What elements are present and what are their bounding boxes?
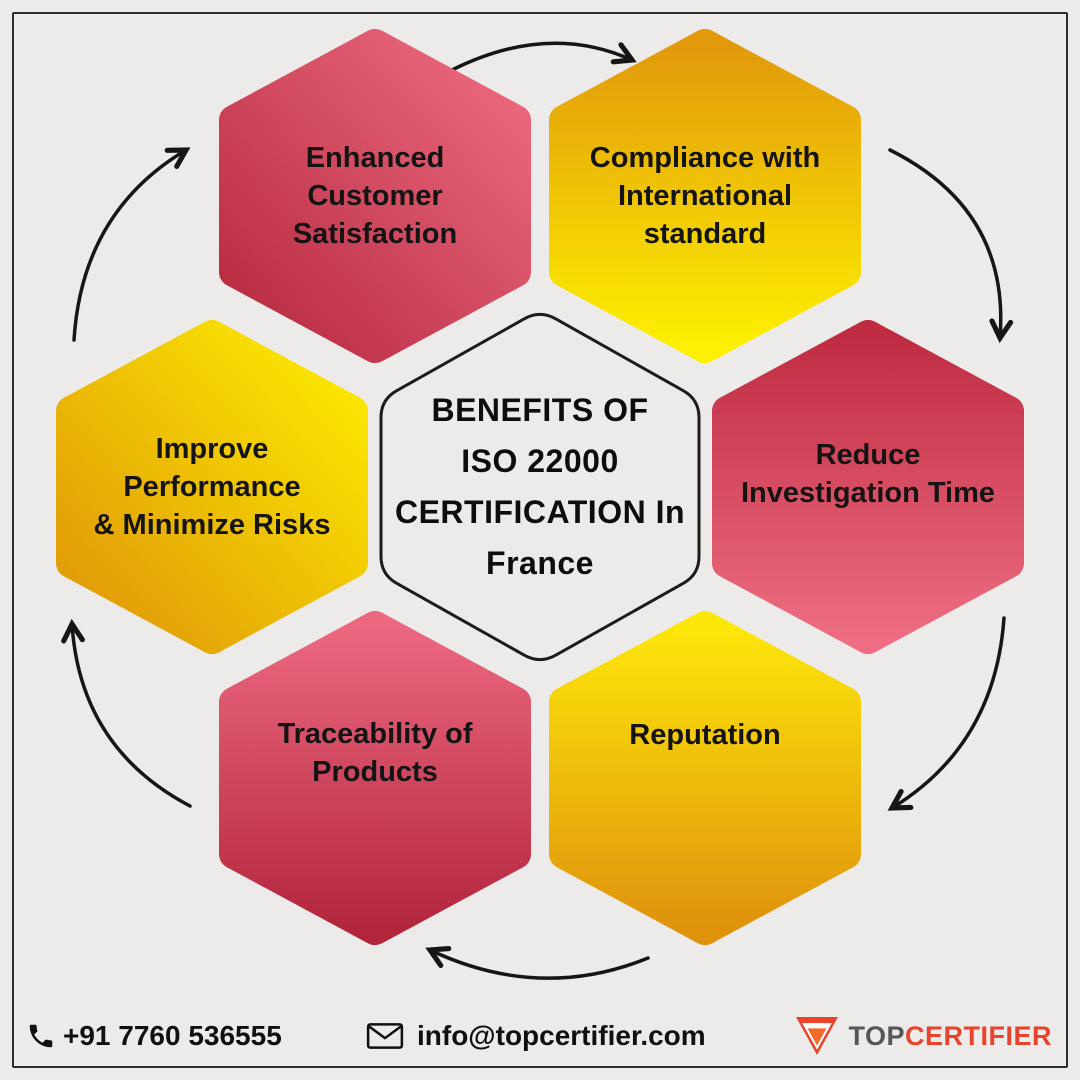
hexagon-shape (219, 611, 531, 945)
arrow-bottom (425, 945, 650, 980)
arrow-right-bottom (887, 616, 1006, 811)
shield-check-icon (795, 1016, 839, 1056)
arrow-right-top (888, 148, 1014, 344)
brand-logo: TOPCERTIFIER (795, 1016, 1052, 1056)
hexagon-label: Reduce Investigation Time (740, 438, 996, 509)
hexagon-shape (712, 320, 1024, 654)
hexagon-improve-performance-minimize-risks: Improve Performance & Minimize Risks (56, 319, 368, 655)
hexagon-shape (219, 29, 531, 363)
email-address: info@topcertifier.com (417, 1020, 706, 1051)
footer-email: info@topcertifier.com (366, 1020, 706, 1052)
phone-icon (26, 1021, 56, 1051)
hexagon-reduce-investigation-time: Reduce Investigation Time (712, 319, 1024, 655)
arrow-top (450, 41, 637, 72)
hexagon-label: Traceability of Products (277, 717, 473, 788)
hexagon-shape (549, 29, 861, 363)
arrow-left-top (72, 147, 191, 342)
brand-name-prefix: TOP (848, 1020, 905, 1051)
phone-number: +91 7760 536555 (63, 1020, 282, 1051)
hexagon-enhanced-customer-satisfaction: Enhanced Customer Satisfaction (219, 28, 531, 364)
brand-name: TOPCERTIFIER (848, 1021, 1052, 1052)
hexagon-label: Improve Performance & Minimize Risks (93, 432, 331, 542)
footer-phone: +91 7760 536555 (26, 1020, 282, 1052)
hexagon-shape (549, 611, 861, 945)
hexagon-traceability-of-products: Traceability of Products (219, 610, 531, 946)
hexagon-label: Enhanced Customer Satisfaction (292, 141, 458, 251)
center-title-hexagon: BENEFITS OF ISO 22000 CERTIFICATION In F… (378, 307, 702, 667)
hexagon-label: Compliance with International standard (589, 141, 821, 251)
center-hexagon-outline (379, 312, 701, 662)
hexagon-label: Reputation (629, 718, 781, 751)
hexagon-shape (56, 320, 368, 654)
arrow-left-bottom (61, 618, 192, 808)
hexagon-reputation: Reputation (549, 610, 861, 946)
hexagon-compliance-international-standard: Compliance with International standard (549, 28, 861, 364)
brand-name-suffix: CERTIFIER (904, 1020, 1052, 1051)
envelope-icon (366, 1022, 404, 1050)
page-title: BENEFITS OF ISO 22000 CERTIFICATION In F… (394, 391, 686, 582)
